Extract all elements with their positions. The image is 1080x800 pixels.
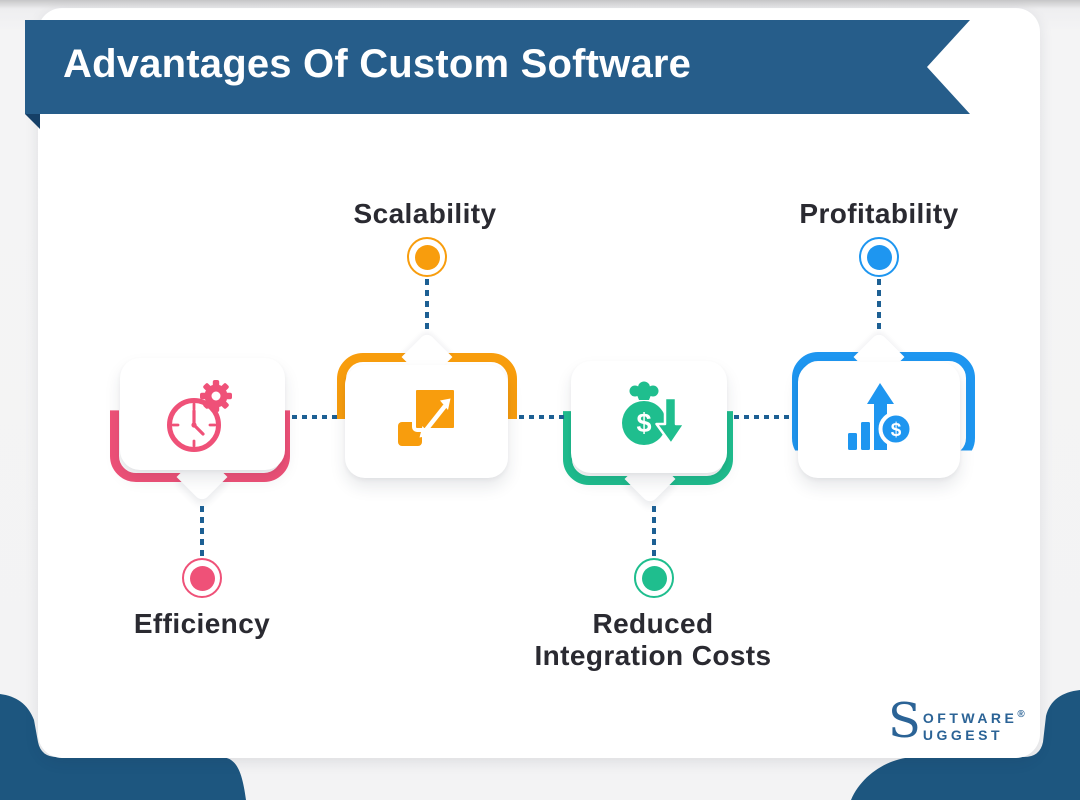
bottom-left-shape — [0, 694, 246, 800]
bottom-right-shape — [851, 690, 1080, 800]
reduced-costs-label: Reduced Integration Costs — [534, 608, 772, 671]
efficiency-label: Efficiency — [133, 608, 271, 639]
connector-line — [877, 279, 881, 329]
software-suggest-logo: S oftware® uggest — [888, 693, 1025, 749]
bottom-decoration — [0, 690, 1080, 800]
page-top-shadow — [0, 0, 1080, 9]
registered-trademark-symbol: ® — [1017, 709, 1025, 720]
logo-line-2: uggest — [922, 727, 1004, 743]
scalability-connector-dot — [407, 237, 447, 277]
dot-inner — [866, 244, 892, 270]
reduced-costs-connector-dot — [634, 558, 674, 598]
money-bag-decrease-icon: $ — [622, 381, 686, 446]
dot-inner — [414, 244, 440, 270]
logo-initial: S — [888, 693, 921, 749]
dot-inner — [189, 565, 215, 591]
expand-arrows-icon — [398, 386, 458, 446]
connector-line — [652, 506, 656, 556]
profitability-label: Profitability — [799, 198, 959, 229]
connector-line — [200, 506, 204, 556]
dot-inner — [641, 565, 667, 591]
scalability-label: Scalability — [353, 198, 497, 229]
growth-chart-icon: $ — [848, 383, 914, 450]
connector-line — [519, 415, 564, 419]
ribbon-fold — [25, 114, 40, 129]
logo-line-1: oftware® — [923, 706, 1025, 727]
coin-dollar-sign: $ — [891, 420, 902, 441]
profitability-connector-dot — [859, 237, 899, 277]
page-title: Advantages Of Custom Software — [63, 42, 692, 86]
connector-line — [292, 415, 338, 419]
title-ribbon — [25, 20, 970, 129]
connector-line — [425, 279, 429, 329]
clock-gear-icon — [167, 377, 235, 452]
money-bag-dollar-sign: $ — [636, 408, 651, 438]
connector-line — [734, 415, 791, 419]
efficiency-connector-dot — [182, 558, 222, 598]
ribbon-banner-shape — [25, 20, 970, 114]
logo-word-software: oftware — [922, 710, 1018, 726]
